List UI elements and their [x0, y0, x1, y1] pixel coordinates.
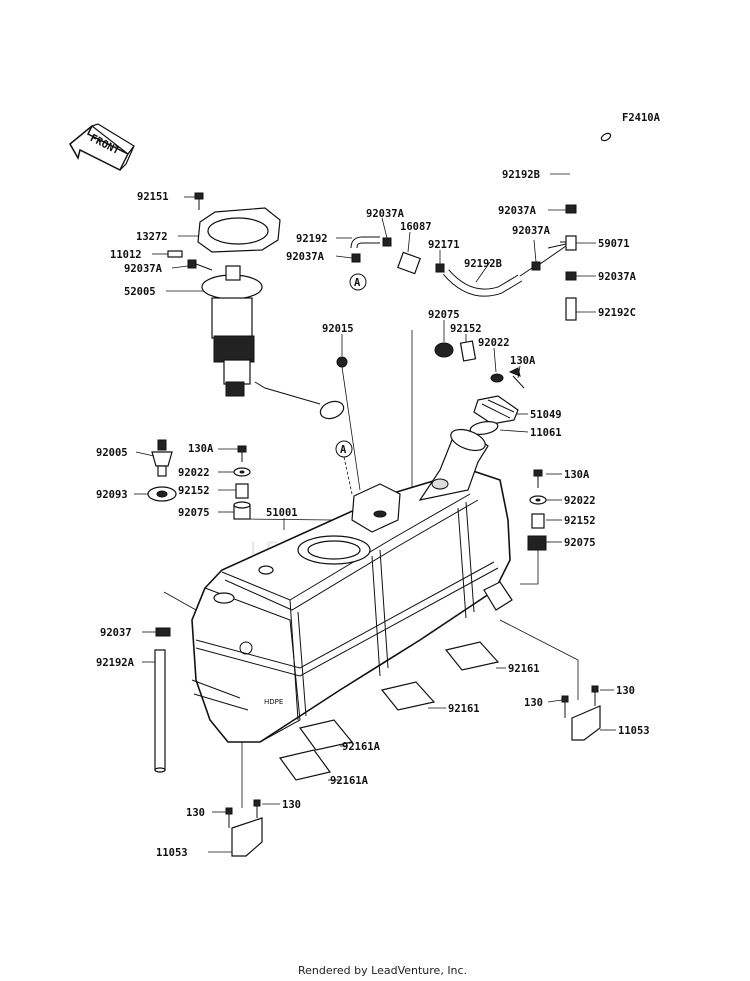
- label-92075-top: 92075: [428, 309, 460, 321]
- bracket-right: [561, 685, 601, 741]
- label-11053-right: 11053: [618, 725, 650, 737]
- label-130-l2: 130: [282, 799, 301, 811]
- label-92075-left: 92075: [178, 507, 210, 519]
- label-92161-2: 92161: [448, 703, 480, 715]
- label-92152-right: 92152: [564, 515, 596, 527]
- label-92037a-pump: 92037A: [124, 263, 163, 275]
- figure-code: F2410A: [622, 112, 661, 124]
- label-92093: 92093: [96, 489, 128, 501]
- label-51001: 51001: [266, 507, 298, 519]
- label-130a-left: 130A: [188, 443, 214, 455]
- label-92075-right: 92075: [564, 537, 596, 549]
- drain-hose-left: [154, 591, 197, 773]
- label-92192: 92192: [296, 233, 328, 245]
- label-92161a-1: 92161A: [342, 741, 381, 753]
- part-labels: 92151 13272 11012 92037A 52005 92037A 92…: [96, 169, 650, 859]
- leader-lines: [134, 173, 616, 853]
- label-92171: 92171: [428, 239, 460, 251]
- label-92037a-left: 92037A: [286, 251, 325, 263]
- callout-a-top: A: [349, 273, 367, 291]
- label-92151: 92151: [137, 191, 169, 203]
- label-92192b-top: 92192B: [502, 169, 540, 181]
- vent-hose-assembly: [350, 132, 612, 321]
- callout-a-mid: A: [335, 440, 353, 495]
- label-92037a-mid: 92037A: [512, 225, 551, 237]
- label-92037a-top: 92037A: [366, 208, 405, 220]
- label-13272: 13272: [136, 231, 168, 243]
- label-130-l1: 130: [186, 807, 205, 819]
- rubber-pads: [278, 641, 500, 781]
- label-92022-right: 92022: [564, 495, 596, 507]
- label-11012: 11012: [110, 249, 142, 261]
- label-11061: 11061: [530, 427, 562, 439]
- tank-mount-parts-right: [520, 469, 547, 585]
- callout-a-mid-label: A: [340, 444, 347, 456]
- label-92152-left: 92152: [178, 485, 210, 497]
- label-92022-left: 92022: [178, 467, 210, 479]
- label-92192c: 92192C: [598, 307, 636, 319]
- label-92037a-right1: 92037A: [498, 205, 537, 217]
- label-92005: 92005: [96, 447, 128, 459]
- label-92161-1: 92161: [508, 663, 540, 675]
- label-130a-right: 130A: [564, 469, 590, 481]
- bracket-left: [225, 742, 263, 857]
- label-130-r2: 130: [616, 685, 635, 697]
- label-130-r1: 130: [524, 697, 543, 709]
- label-92022-top: 92022: [478, 337, 510, 349]
- svg-text:HDPE: HDPE: [264, 698, 283, 706]
- label-92037a-right2: 92037A: [598, 271, 637, 283]
- tank-mount-parts-left: [147, 439, 333, 521]
- footer-credit: Rendered by LeadVenture, Inc.: [298, 964, 467, 977]
- label-52005: 52005: [124, 286, 156, 298]
- label-51049: 51049: [530, 409, 562, 421]
- label-92015: 92015: [322, 323, 354, 335]
- label-59071: 59071: [598, 238, 630, 250]
- fuel-tank-body: HDPE: [191, 428, 513, 743]
- label-92192a: 92192A: [96, 657, 135, 669]
- label-92037: 92037: [100, 627, 132, 639]
- label-16087: 16087: [400, 221, 432, 233]
- label-130a-top: 130A: [510, 355, 536, 367]
- tank-mount-parts-top: [336, 330, 525, 511]
- callout-a-top-label: A: [354, 277, 361, 289]
- label-92161a-2: 92161A: [330, 775, 369, 787]
- label-92152-top: 92152: [450, 323, 482, 335]
- fuel-pump-assembly: [167, 192, 345, 420]
- front-arrow-icon: FRONT: [69, 123, 135, 172]
- label-92192b-mid: 92192B: [464, 258, 502, 270]
- label-11053-left: 11053: [156, 847, 188, 859]
